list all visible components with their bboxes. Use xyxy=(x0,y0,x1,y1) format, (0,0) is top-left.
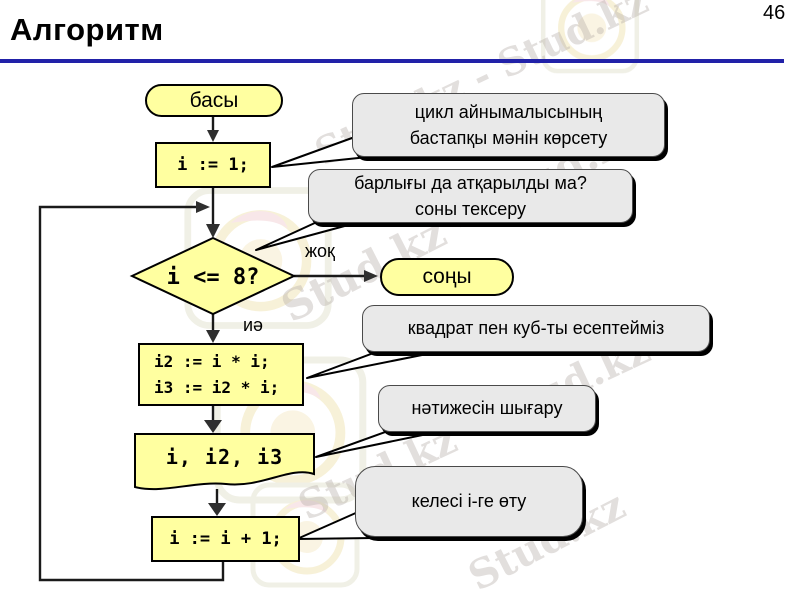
arrowhead-into-output xyxy=(204,420,222,433)
arrowhead-loop-junction xyxy=(196,201,210,213)
compute-process-box: i2 := i * i; i3 := i2 * i; xyxy=(138,343,304,406)
callout-compute-line-1: квадрат пен куб-ты есептейміз xyxy=(407,318,665,339)
callout-output: нәтижесін шығару xyxy=(378,385,596,432)
arrowhead-into-decision xyxy=(206,224,220,238)
end-terminator: соңы xyxy=(380,258,514,296)
compute-line-2: i3 := i2 * i; xyxy=(154,377,280,397)
start-terminator: басы xyxy=(145,84,283,117)
arrowhead-into-compute xyxy=(206,330,220,343)
callout-init-line-1: цикл айнымалысының xyxy=(414,101,603,122)
callout-decision: барлығы да атқарылды ма? соны тексеру xyxy=(308,169,633,223)
callout-decision-line-1: барлығы да атқарылды ма? xyxy=(354,172,587,193)
page-number: 46 xyxy=(763,2,786,24)
decision-diamond-label: i <= 8? xyxy=(166,264,260,290)
loop-back-connector xyxy=(38,205,225,582)
title-underline xyxy=(0,59,784,63)
arrowhead-into-end xyxy=(364,270,378,282)
increment-process-box: i := i + 1; xyxy=(151,516,300,562)
callout-increment-line-1: келесі i-ге өту xyxy=(411,491,527,512)
yes-branch-label: иә xyxy=(243,315,264,335)
page-title: Алгоритм xyxy=(10,12,164,47)
output-document-shape xyxy=(134,433,315,491)
callout-compute: квадрат пен куб-ты есептейміз xyxy=(362,305,710,352)
callout-increment: келесі i-ге өту xyxy=(355,466,583,537)
callout-init: цикл айнымалысының бастапқы мәнін көрсет… xyxy=(352,93,665,157)
no-branch-label: жоқ xyxy=(305,241,335,261)
arrowheads xyxy=(196,130,378,516)
callout-decision-line-2: соны тексеру xyxy=(414,199,527,219)
callout-output-line-1: нәтижесін шығару xyxy=(411,398,563,419)
compute-line-1: i2 := i * i; xyxy=(154,351,270,371)
callout-init-line-2: бастапқы мәнін көрсету xyxy=(409,128,608,148)
arrowhead-into-init xyxy=(207,130,219,142)
arrowhead-into-increment xyxy=(208,503,226,516)
init-process-box: i := 1; xyxy=(155,142,271,188)
decision-diamond-shape xyxy=(129,236,297,316)
output-document-label: i, i2, i3 xyxy=(165,445,284,469)
